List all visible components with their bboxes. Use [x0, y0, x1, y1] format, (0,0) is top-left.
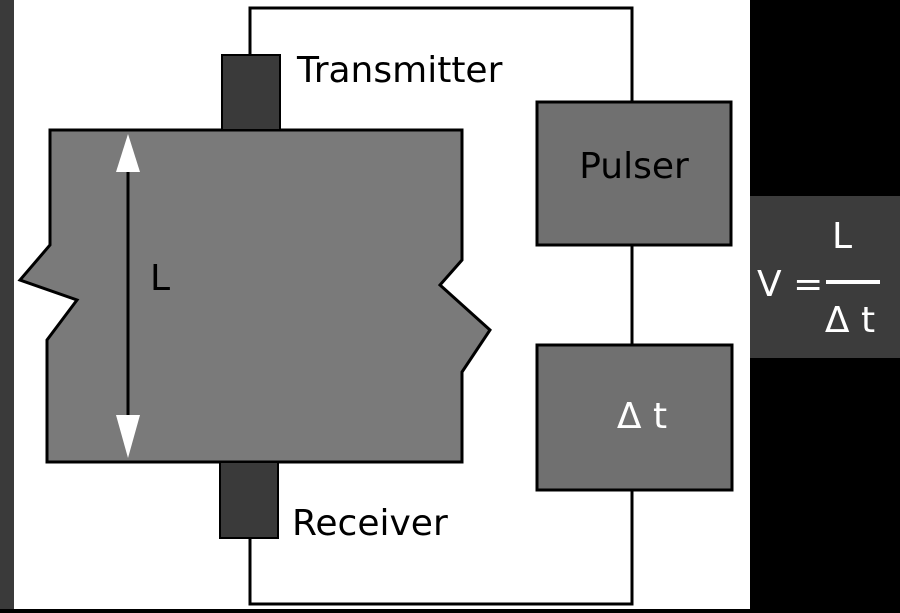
length-label: L	[150, 258, 170, 299]
timer-label: Δ t	[617, 396, 667, 437]
transmitter-transducer	[222, 55, 280, 130]
receiver-transducer	[220, 462, 278, 538]
receiver-label: Receiver	[292, 503, 448, 544]
formula-lhs: V =	[757, 264, 823, 305]
formula-denominator: Δ t	[825, 300, 875, 341]
pulser-label: Pulser	[579, 146, 689, 187]
test-specimen	[20, 130, 490, 462]
formula-numerator: L	[832, 216, 852, 257]
transmitter-label: Transmitter	[296, 50, 503, 91]
